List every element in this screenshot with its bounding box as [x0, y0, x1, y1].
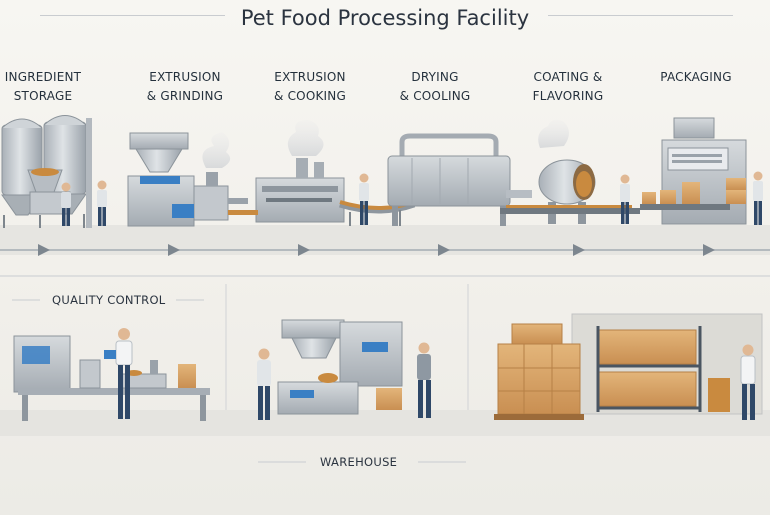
coating-drum: [538, 159, 596, 224]
worker-figure: [359, 173, 369, 225]
production-floor: [0, 225, 770, 256]
flow-arrow-icon: [703, 244, 715, 256]
stage-ingredient-storage-label: INGREDIENT STORAGE: [0, 68, 103, 106]
steam-cloud: [202, 132, 231, 168]
stage-packaging-label: PACKAGING: [636, 68, 756, 87]
grinding-extruder: [127, 132, 248, 227]
stage-label-line: EXTRUSION: [274, 70, 346, 84]
flow-arrow-icon: [573, 244, 585, 256]
flow-arrow-icon: [168, 244, 180, 256]
flow-arrow-icon: [38, 244, 50, 256]
stage-label-line: FLAVORING: [532, 89, 604, 103]
stage-drying-cooling-label: DRYING & COOLING: [375, 68, 495, 106]
stage-extrusion-cooking-label: EXTRUSION & COOKING: [250, 68, 370, 106]
stage-label-line: & COOKING: [274, 89, 346, 103]
stage-label-line: STORAGE: [13, 89, 73, 103]
warehouse-storage: [494, 313, 763, 420]
stage-coating-flavoring-label: COATING & FLAVORING: [508, 68, 628, 106]
quality-control-lab: [13, 328, 210, 421]
steam-cloud: [538, 119, 569, 148]
worker-figure: [620, 174, 630, 224]
stage-label-line: INGREDIENT: [4, 70, 82, 84]
storage-silos: [1, 115, 92, 228]
cooking-extruder: [255, 158, 345, 223]
dryer-cooler: [387, 133, 532, 226]
stage-extrusion-grinding-label: EXTRUSION & GRINDING: [125, 68, 245, 106]
title-rule-left: [40, 15, 225, 16]
stage-label-line: & COOLING: [399, 89, 471, 103]
worker-figure: [753, 171, 763, 225]
quality-control-label: QUALITY CONTROL: [52, 293, 166, 307]
page-title: Pet Food Processing Facility: [240, 6, 530, 30]
processing-station: [257, 319, 431, 420]
packaging-machine: [640, 117, 747, 225]
steam-cloud: [287, 120, 324, 156]
stage-label-line: PACKAGING: [660, 70, 732, 84]
worker-figure: [97, 180, 107, 226]
stage-label-line: EXTRUSION: [149, 70, 221, 84]
kibble-conveyor: [500, 205, 640, 214]
warehouse-label: WAREHOUSE: [320, 455, 398, 469]
stage-label-line: DRYING: [411, 70, 459, 84]
stage-label-line: COATING &: [533, 70, 603, 84]
worker-figure: [61, 182, 71, 226]
flow-arrow-icon: [438, 244, 450, 256]
stage-label-line: & GRINDING: [146, 89, 224, 103]
title-rule-right: [548, 15, 733, 16]
flow-arrow-icon: [298, 244, 310, 256]
